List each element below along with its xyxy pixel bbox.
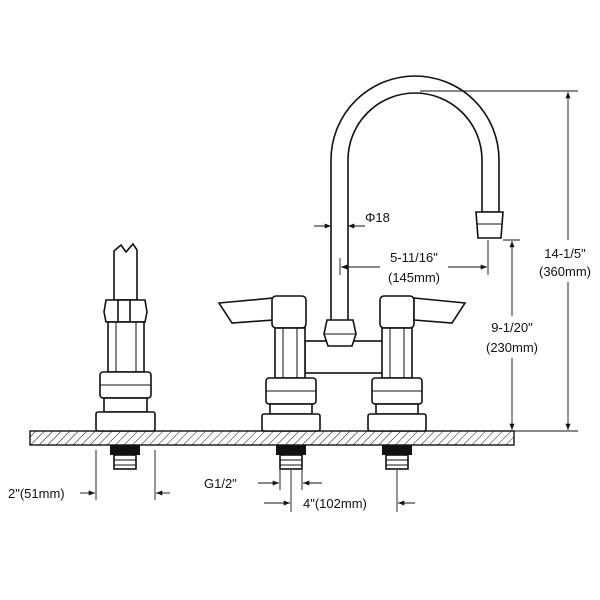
label-shank-width: 2"(51mm) <box>8 486 65 501</box>
deck-body <box>304 319 384 374</box>
label-spout-reach-mm: (145mm) <box>388 270 440 285</box>
dim-spout-reach: 5-11/16" (145mm) <box>339 240 489 285</box>
dim-spout-height: 9-1/20" (230mm) <box>486 239 538 430</box>
label-center-spacing: 4"(102mm) <box>303 496 367 511</box>
dim-thread-size: G1/2" <box>204 470 322 491</box>
dim-shank-width: 2"(51mm) <box>8 450 170 501</box>
label-phi18: Φ18 <box>365 210 390 225</box>
dim-center-spacing: 4"(102mm) <box>264 470 415 512</box>
label-spout-height-in: 9-1/20" <box>491 320 533 335</box>
dim-spout-diameter: Φ18 <box>314 210 390 229</box>
label-spout-reach-in: 5-11/16" <box>390 250 438 265</box>
countertop <box>29 430 515 446</box>
gooseneck-spout <box>330 75 504 327</box>
right-valve <box>367 295 467 470</box>
dim-overall-height: 14-1/5" (360mm) <box>420 90 591 432</box>
side-view-faucet <box>95 242 156 470</box>
label-overall-height-mm: (360mm) <box>539 264 591 279</box>
label-overall-height-in: 14-1/5" <box>544 246 586 261</box>
label-thread-size: G1/2" <box>204 476 237 491</box>
label-spout-height-mm: (230mm) <box>486 340 538 355</box>
left-valve <box>217 295 321 470</box>
